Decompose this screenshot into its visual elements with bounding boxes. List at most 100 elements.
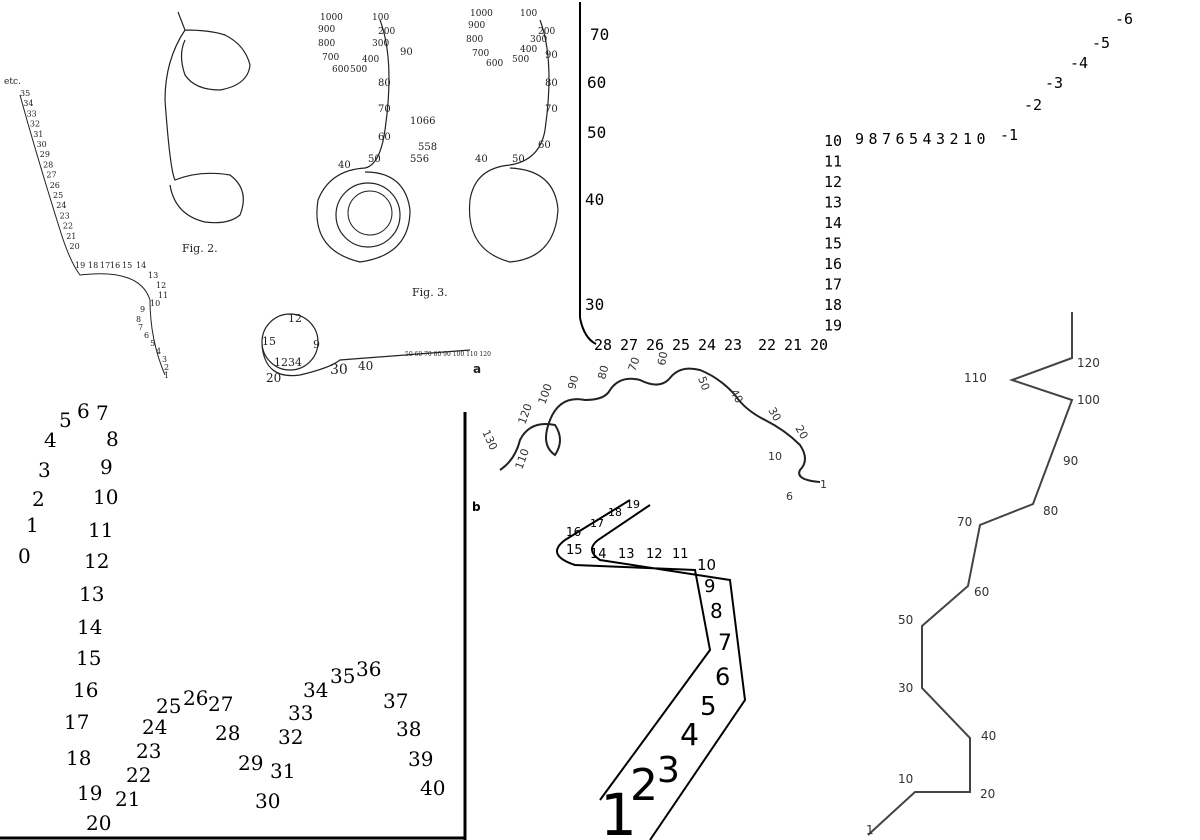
fig3-right-label: 40 — [475, 154, 488, 165]
serif-number-label: 33 — [288, 701, 313, 725]
serif-number-label: 38 — [396, 717, 421, 741]
small-spiral-tail-labels: 50 60 70 80 90 100 110 120 — [405, 351, 491, 358]
arc-label: 70 — [626, 355, 643, 373]
band-number-label: 2 — [630, 760, 658, 811]
arc-label: 30 — [765, 405, 783, 424]
fig3-left-label: 800 — [318, 39, 335, 49]
small-spiral-circle — [261, 313, 319, 371]
digital-bottom-label: 28 — [594, 336, 612, 354]
left-chain-label: 6 — [144, 331, 149, 340]
arc-label: 1 — [820, 478, 827, 491]
left-chain-label: 22 — [63, 222, 73, 231]
digital-negative-label: -6 — [1115, 10, 1133, 28]
band-number-label: 17 — [590, 517, 604, 530]
serif-number-label: 40 — [420, 776, 445, 800]
zigzag-label: 80 — [1043, 504, 1058, 518]
arc-label: 60 — [655, 350, 670, 366]
small-spiral-label: 30 — [330, 362, 348, 378]
fig3-left-core — [347, 190, 393, 236]
digital-column-label: 15 — [824, 235, 842, 253]
wavy-arc-line — [499, 367, 821, 483]
band-number-label: 19 — [626, 498, 640, 511]
zigzag-label: 90 — [1063, 454, 1078, 468]
serif-number-label: 13 — [79, 582, 104, 606]
fig3-left-label: 700 — [322, 53, 339, 63]
fig3-right-label: 400 — [520, 45, 537, 55]
fig2-curve — [164, 11, 251, 224]
digital-column-label: 11 — [824, 153, 842, 171]
small-spiral-label: 1234 — [274, 356, 302, 369]
band-number-label: 15 — [566, 543, 583, 558]
left-chain-label: 29 — [40, 150, 50, 159]
zigzag-label: 40 — [981, 729, 996, 743]
left-chain-label: 8 — [136, 315, 141, 324]
serif-number-label: 2 — [32, 487, 45, 511]
digital-top-label: 4 — [923, 130, 932, 148]
digital-top-label: 1 — [963, 130, 972, 148]
band-number-label: 18 — [608, 506, 622, 519]
digital-column-label: 10 — [824, 132, 842, 150]
digital-top-label: 3 — [936, 130, 945, 148]
fig3-left-label: 300 — [372, 39, 389, 49]
panel-label-a: a — [473, 362, 481, 376]
serif-number-label: 20 — [86, 811, 111, 835]
fig3-left-label: 90 — [400, 47, 413, 58]
left-chain-label: 10 — [150, 299, 160, 308]
left-chain-label: 9 — [140, 305, 145, 314]
serif-number-label: 39 — [408, 747, 433, 771]
band-number-label: 14 — [590, 547, 607, 562]
fig3-left-spiral — [316, 19, 411, 263]
serif-number-label: 8 — [106, 427, 119, 451]
serif-number-label: 31 — [270, 759, 295, 783]
left-chain-label: 25 — [53, 191, 63, 200]
band-number-label: 6 — [715, 663, 730, 691]
digital-column-label: 17 — [824, 276, 842, 294]
digital-axis-curve — [579, 317, 597, 345]
serif-number-label: 29 — [238, 751, 263, 775]
digital-bottom-label: 24 — [698, 336, 716, 354]
small-spiral-label: 12 — [288, 312, 302, 325]
arc-label: 50 — [695, 375, 712, 393]
left-chain-label: 30 — [37, 140, 47, 149]
digital-top-label: -1 — [1000, 126, 1018, 144]
serif-number-label: 36 — [356, 657, 381, 681]
fig3-left-label: 70 — [378, 104, 391, 115]
fig3-right-label: 90 — [545, 50, 558, 61]
fig3-right-label: 70 — [545, 104, 558, 115]
serif-number-label: 23 — [136, 739, 161, 763]
left-chain-label: 15 — [122, 261, 132, 270]
digital-axis-label: 40 — [585, 190, 604, 209]
band-outline — [556, 499, 747, 840]
left-chain-label: 21 — [66, 232, 76, 241]
arc-label: 20 — [792, 423, 810, 442]
serif-number-label: 22 — [126, 763, 151, 787]
serif-number-label: 27 — [208, 692, 233, 716]
serif-number-label: 7 — [96, 401, 109, 425]
serif-number-label: 37 — [383, 689, 408, 713]
fig3-left-label: 40 — [338, 160, 351, 171]
fig3-right-label: 300 — [530, 35, 547, 45]
serif-number-label: 15 — [76, 646, 101, 670]
fig3-title: Fig. 3. — [412, 286, 448, 299]
serif-number-label: 5 — [59, 408, 72, 432]
fig3-left-label: 50 — [368, 154, 381, 165]
arc-label: 6 — [786, 490, 793, 503]
serif-number-label: 32 — [278, 725, 303, 749]
arc-label: 80 — [595, 364, 611, 381]
left-chain-label: 1 — [164, 371, 169, 380]
band-number-label: 1 — [600, 781, 637, 840]
serif-number-label: 10 — [93, 485, 118, 509]
fig3-right-label: 900 — [468, 21, 485, 31]
